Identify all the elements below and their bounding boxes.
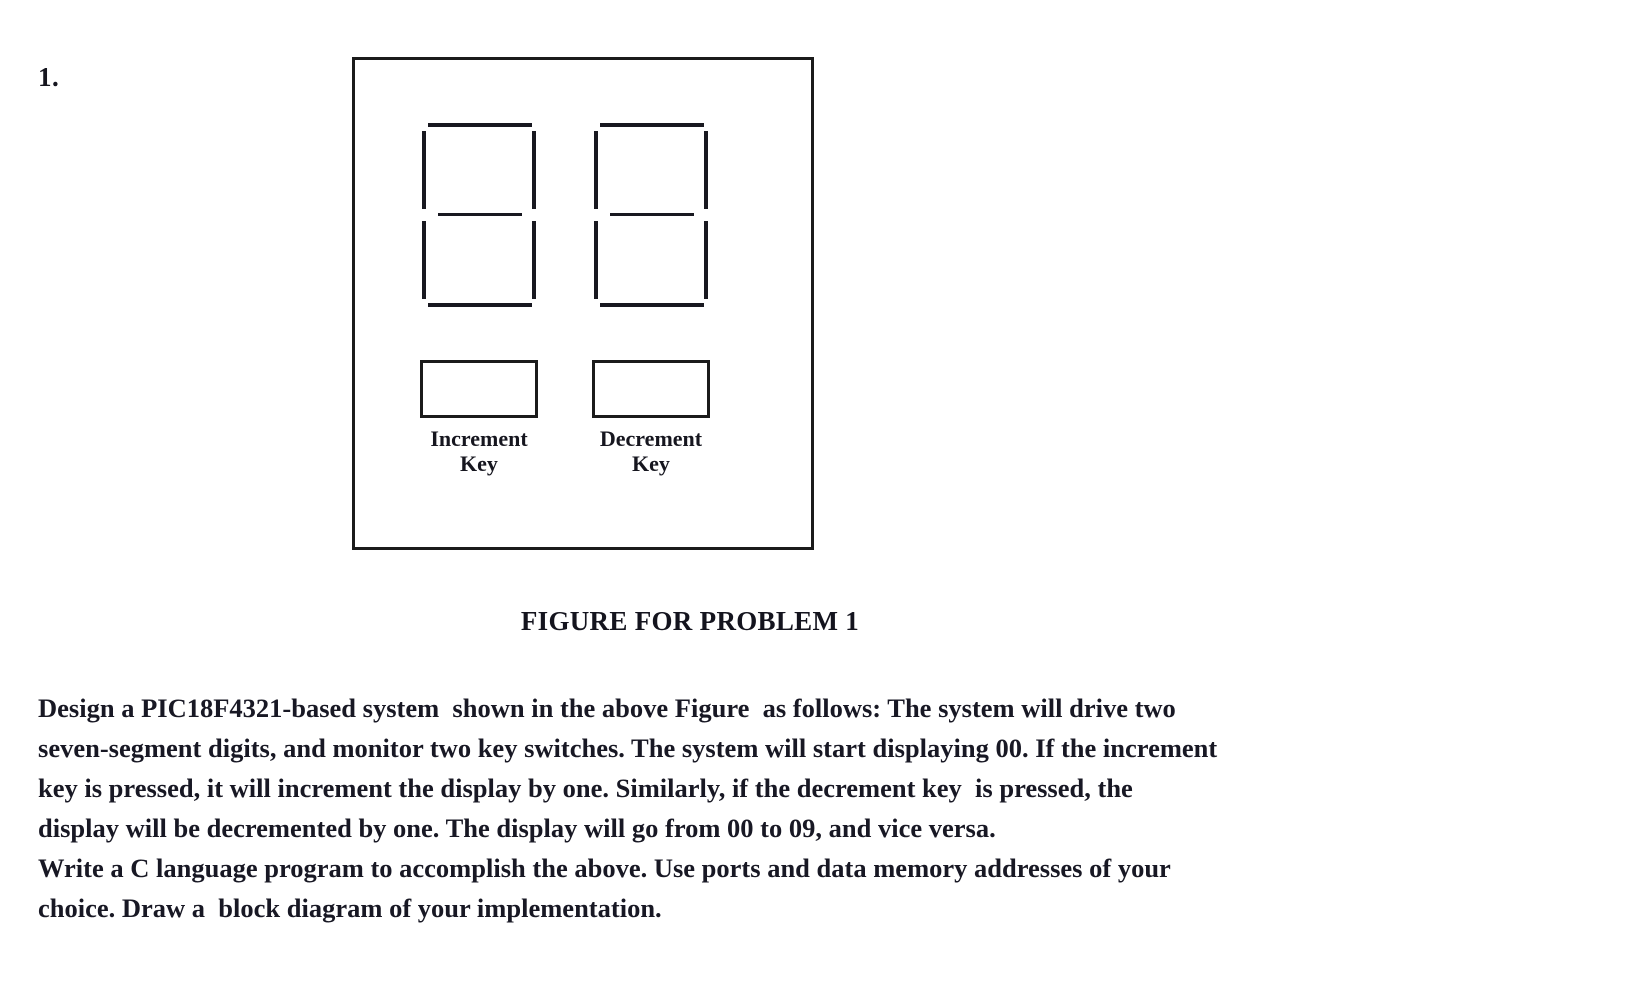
segment-b-icon xyxy=(532,131,536,209)
segment-b-icon xyxy=(704,131,708,209)
problem-number: 1. xyxy=(38,62,60,92)
segment-e-icon xyxy=(594,221,598,299)
problem-statement-line: seven-segment digits, and monitor two ke… xyxy=(38,733,1218,763)
problem-statement-line: Design a PIC18F4321-based system shown i… xyxy=(38,693,1176,723)
segment-g-icon xyxy=(610,213,694,216)
segment-a-icon xyxy=(428,123,532,127)
segment-d-icon xyxy=(428,303,532,307)
seven-segment-digit-1 xyxy=(420,123,538,313)
decrement-key-group: Decrement Key xyxy=(576,360,726,477)
problem-statement: Design a PIC18F4321-based system shown i… xyxy=(38,688,1618,928)
increment-key-switch[interactable] xyxy=(420,360,538,418)
decrement-key-label: Decrement Key xyxy=(599,426,703,477)
seven-segment-digit-2 xyxy=(592,123,710,313)
segment-f-icon xyxy=(422,131,426,209)
increment-key-label: Increment Key xyxy=(430,426,528,477)
problem-statement-line: key is pressed, it will increment the di… xyxy=(38,773,1133,803)
problem-statement-line: display will be decremented by one. The … xyxy=(38,813,996,843)
increment-key-group: Increment Key xyxy=(404,360,554,477)
problem-statement-line: Write a C language program to accomplish… xyxy=(38,853,1171,883)
segment-c-icon xyxy=(704,221,708,299)
seven-segment-display-group xyxy=(352,118,814,323)
segment-a-icon xyxy=(600,123,704,127)
figure-caption: FIGURE FOR PROBLEM 1 xyxy=(520,606,860,636)
problem-statement-line: choice. Draw a block diagram of your imp… xyxy=(38,893,662,923)
segment-d-icon xyxy=(600,303,704,307)
segment-g-icon xyxy=(438,213,522,216)
segment-e-icon xyxy=(422,221,426,299)
segment-c-icon xyxy=(532,221,536,299)
decrement-key-switch[interactable] xyxy=(592,360,710,418)
key-switch-group: Increment Key Decrement Key xyxy=(352,360,814,510)
segment-f-icon xyxy=(594,131,598,209)
